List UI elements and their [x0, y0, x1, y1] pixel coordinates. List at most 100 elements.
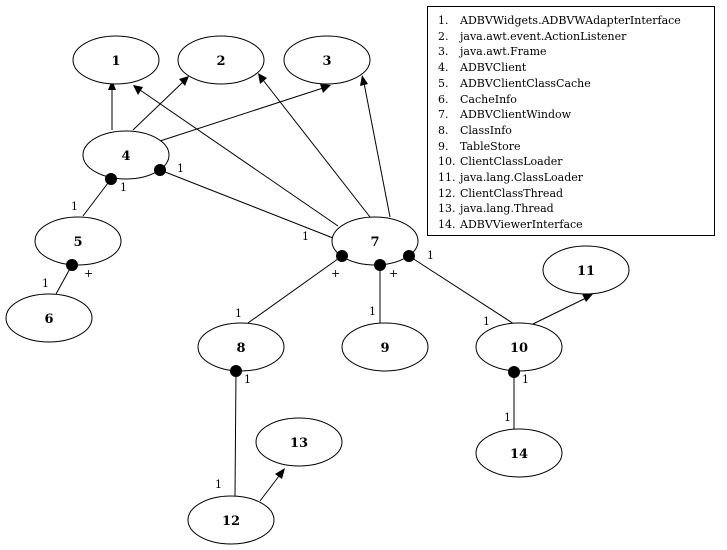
multiplicity-label: 1: [215, 478, 222, 491]
aggregation-dot-7-10: [403, 250, 415, 262]
node-5[interactable]: 5: [34, 216, 122, 266]
legend-item: 4.ADBVClient: [438, 60, 714, 76]
arrowhead-4-to-2: [179, 76, 189, 86]
node-2-label: 2: [216, 54, 225, 69]
node-11[interactable]: 11: [542, 245, 630, 295]
multiplicity-label: 1: [235, 307, 242, 320]
multiplicity-label: 1: [71, 200, 78, 213]
aggregation-dot-4-7: [154, 164, 166, 176]
aggregation-dot-10-14: [508, 366, 520, 378]
legend-item-number: 5.: [438, 76, 449, 90]
node-9-label: 9: [380, 341, 389, 356]
legend-item-label: ADBVViewerInterface: [460, 218, 583, 232]
edge-7-to-1: [139, 89, 339, 227]
node-1-label: 1: [111, 54, 120, 69]
node-3[interactable]: 3: [283, 35, 371, 85]
legend-item-label: java.awt.event.ActionListener: [460, 29, 627, 43]
arrowhead-4-to-1: [108, 80, 116, 90]
legend-item-label: ADBVClientWindow: [460, 108, 572, 122]
legend-item-label: ClientClassLoader: [460, 155, 563, 169]
legend-item-number: 10.: [438, 155, 456, 169]
legend-item-number: 7.: [438, 108, 449, 122]
node-14[interactable]: 14: [475, 428, 563, 478]
node-4[interactable]: 4: [82, 130, 170, 180]
node-8-label: 8: [236, 341, 245, 356]
node-4-label: 4: [121, 149, 130, 164]
multiplicity-label: 1: [427, 249, 434, 262]
node-7-label: 7: [370, 235, 379, 250]
legend-item-label: ADBVClient: [460, 61, 527, 75]
legend-item: 13. java.lang.Thread: [438, 201, 714, 217]
node-6-label: 6: [44, 312, 53, 327]
arrowhead-12-to-13: [275, 468, 285, 479]
multiplicity-label: 1: [369, 305, 376, 318]
legend-item: 7. ADBVClientWindow: [438, 107, 714, 123]
edge-4-to-3: [159, 87, 324, 142]
legend-item-number: 6.: [438, 92, 449, 106]
arrowhead-7-to-1: [133, 85, 143, 95]
legend-item-label: ADBVWidgets.ADBVWAdapterInterface: [460, 14, 681, 27]
node-8[interactable]: 8: [197, 322, 285, 372]
legend-item-label: ClientClassThread: [460, 186, 564, 200]
legend-item: 14.ADBVViewerInterface: [438, 217, 714, 233]
legend-item-number: 2.: [438, 29, 449, 43]
arrowhead-4-to-3: [320, 84, 331, 93]
edge-4-to-5: [82, 178, 112, 217]
multiplicity-label: +: [84, 267, 93, 280]
multiplicity-label: 1: [504, 411, 511, 424]
multiplicity-label: 1: [483, 315, 490, 328]
multiplicity-label: 1: [522, 373, 529, 386]
node-2[interactable]: 2: [177, 35, 265, 85]
aggregation-dot-7-8: [336, 250, 348, 262]
legend-item-number: 1.: [438, 14, 449, 27]
node-13[interactable]: 13: [255, 417, 343, 467]
node-10-label: 10: [510, 341, 528, 356]
node-1[interactable]: 1: [72, 35, 160, 85]
legend-item-number: 12.: [438, 186, 456, 200]
legend-item: 10. ClientClassLoader: [438, 154, 714, 170]
node-14-label: 14: [510, 447, 528, 462]
node-12[interactable]: 12: [187, 495, 275, 545]
node-11-label: 11: [577, 264, 595, 279]
node-9[interactable]: 9: [341, 322, 429, 372]
legend-box: 1. ADBVWidgets.ADBVWAdapterInterface 2. ja…: [427, 6, 715, 236]
multiplicity-label: 1: [120, 181, 127, 194]
legend-item-number: 13.: [438, 202, 456, 216]
legend-item-number: 11.: [438, 171, 456, 185]
node-10[interactable]: 10: [475, 322, 563, 372]
multiplicity-label: 1: [42, 277, 49, 290]
legend-item-number: 9.: [438, 139, 449, 153]
legend-item: 1. ADBVWidgets.ADBVWAdapterInterface: [438, 13, 714, 29]
edge-7-to-2: [262, 79, 371, 218]
legend-item: 6.CacheInfo: [438, 92, 714, 108]
arrowhead-7-to-3: [360, 75, 368, 86]
edge-7-to-10: [408, 255, 515, 325]
legend-item-label: ADBVClientClassCache: [460, 76, 591, 90]
legend-item-label: java.lang.Thread: [460, 202, 554, 216]
multiplicity-label: +: [331, 267, 340, 280]
legend-item: 2. java.awt.event.ActionListener: [438, 29, 714, 45]
edge-7-to-8: [247, 255, 343, 324]
legend-item-number: 3.: [438, 45, 449, 59]
node-13-label: 13: [290, 436, 308, 451]
legend-item-label: ClassInfo: [460, 123, 512, 137]
legend-item: 3. java.awt.Frame: [438, 44, 714, 60]
node-3-label: 3: [322, 54, 331, 69]
multiplicity-label: +: [389, 267, 398, 280]
legend-item-label: TableStore: [460, 139, 521, 153]
arrowhead-10-to-11: [582, 294, 593, 302]
edge-12-to-13: [259, 475, 280, 502]
legend-item-label: java.lang.ClassLoader: [460, 171, 584, 185]
node-12-label: 12: [222, 514, 240, 529]
aggregation-dot-8-12: [230, 365, 242, 377]
edge-4-to-2: [132, 81, 184, 131]
legend-item-label: java.awt.Frame: [460, 45, 547, 59]
multiplicity-label: 1: [177, 162, 184, 175]
aggregation-dot-4-5: [105, 173, 117, 185]
edge-10-to-11: [532, 297, 587, 325]
node-6[interactable]: 6: [5, 293, 93, 343]
edge-8-to-12: [234, 370, 237, 497]
legend-item: 9. TableStore: [438, 139, 714, 155]
aggregation-dot-7-9: [374, 259, 386, 271]
